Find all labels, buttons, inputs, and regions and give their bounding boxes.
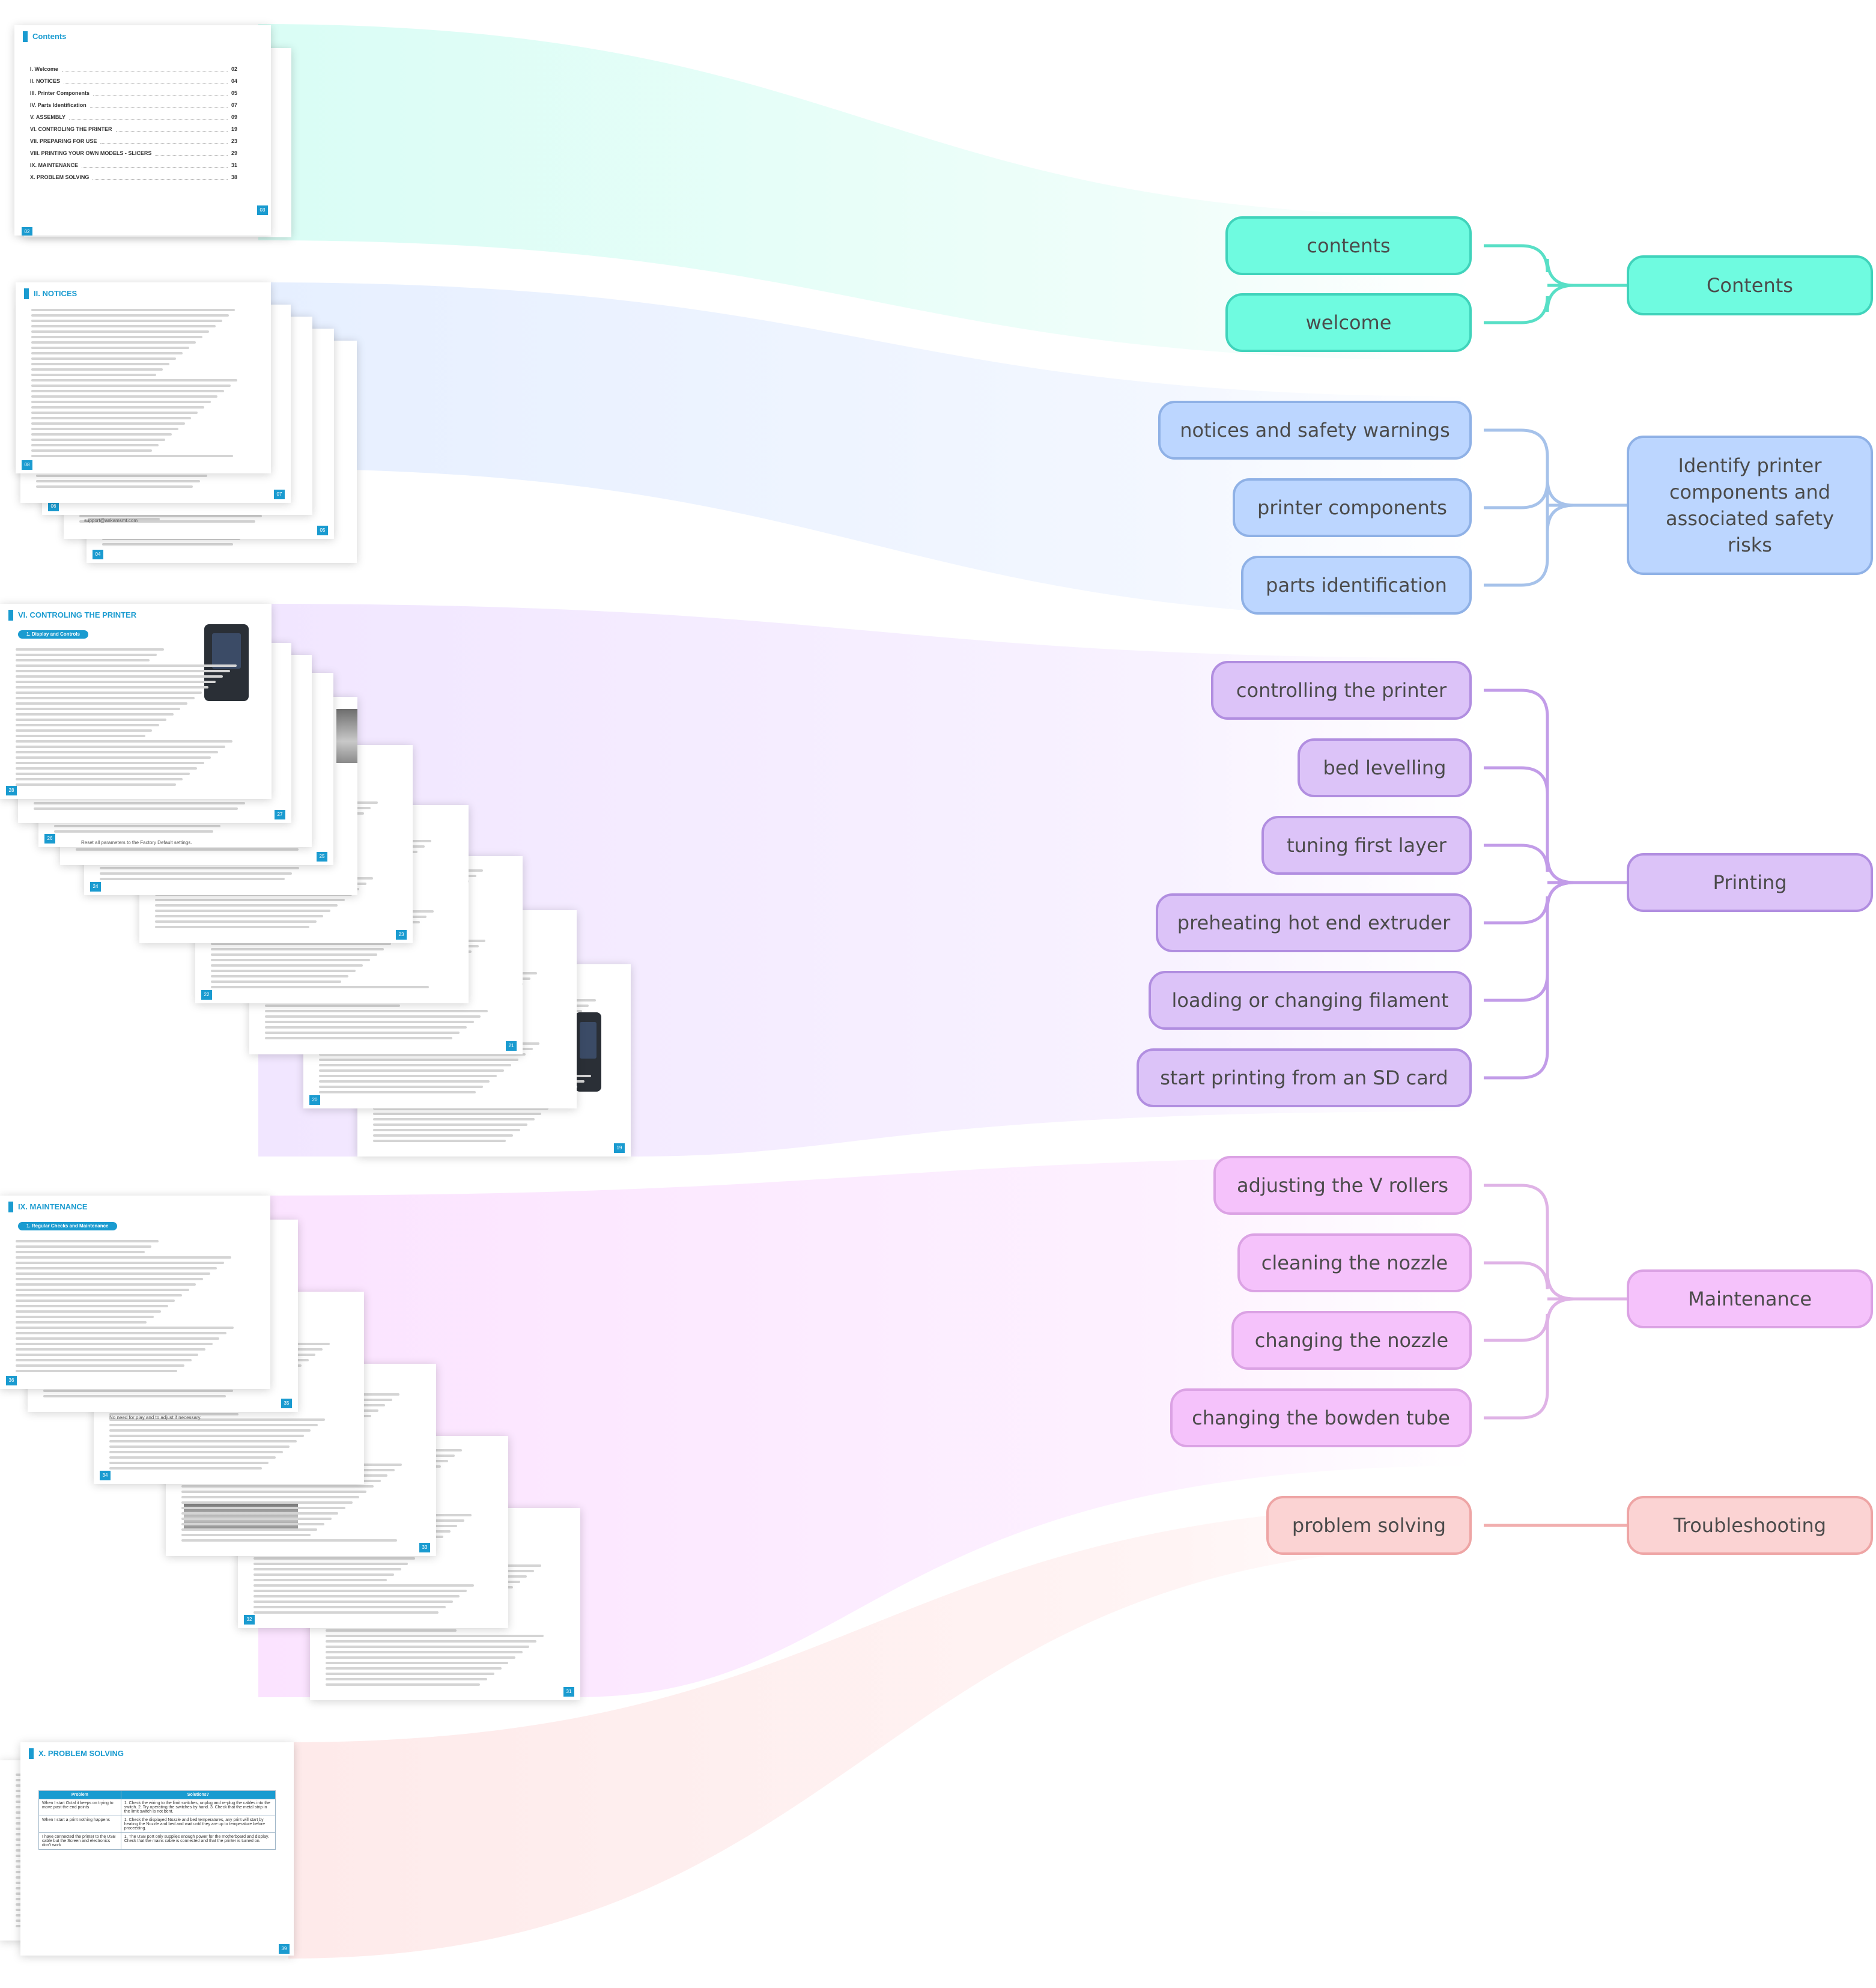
connector-line: [1484, 246, 1574, 285]
connector-line: [1484, 768, 1574, 883]
topic-contents[interactable]: Contents: [1627, 255, 1873, 315]
topic-troubleshooting[interactable]: Troubleshooting: [1627, 1496, 1873, 1555]
subtopic-start-printing-from-an-sd-card[interactable]: start printing from an SD card: [1137, 1048, 1472, 1107]
connector-line: [1484, 883, 1574, 1078]
subtopic-changing-the-nozzle[interactable]: changing the nozzle: [1231, 1311, 1472, 1370]
subtopic-printer-components[interactable]: printer components: [1233, 478, 1472, 537]
topic-printing[interactable]: Printing: [1627, 853, 1873, 912]
connector-line: [1484, 430, 1574, 505]
subtopic-controlling-the-printer[interactable]: controlling the printer: [1211, 661, 1472, 720]
subtopic-notices-and-safety-warnings[interactable]: notices and safety warnings: [1158, 401, 1472, 460]
subtopic-tuning-first-layer[interactable]: tuning first layer: [1261, 816, 1472, 875]
connector-line: [1484, 883, 1574, 923]
topic-maintenance[interactable]: Maintenance: [1627, 1269, 1873, 1328]
subtopic-bed-levelling[interactable]: bed levelling: [1298, 738, 1472, 797]
subtopic-loading-or-changing-filament[interactable]: loading or changing filament: [1149, 971, 1472, 1030]
topic-safety[interactable]: Identify printer components and associat…: [1627, 436, 1873, 575]
connector-line: [1484, 1299, 1574, 1340]
connector-line: [1484, 1263, 1574, 1299]
subtopic-contents[interactable]: contents: [1225, 216, 1472, 275]
subtopic-cleaning-the-nozzle[interactable]: cleaning the nozzle: [1237, 1233, 1472, 1292]
connector-line: [1484, 285, 1574, 323]
subtopic-parts-identification[interactable]: parts identification: [1241, 556, 1472, 615]
connector-line: [1484, 690, 1574, 883]
subtopic-changing-the-bowden-tube[interactable]: changing the bowden tube: [1170, 1388, 1472, 1447]
connector-line: [1484, 1299, 1574, 1418]
connector-line: [1484, 1185, 1574, 1299]
subtopic-welcome[interactable]: welcome: [1225, 293, 1472, 352]
subtopic-preheating-hot-end-extruder[interactable]: preheating hot end extruder: [1156, 893, 1472, 952]
subtopic-problem-solving[interactable]: problem solving: [1266, 1496, 1472, 1555]
connector-line: [1484, 845, 1574, 883]
subtopic-adjusting-the-v-rollers[interactable]: adjusting the V rollers: [1213, 1156, 1472, 1215]
connector-line: [1484, 505, 1574, 585]
connector-line: [1484, 883, 1574, 1000]
